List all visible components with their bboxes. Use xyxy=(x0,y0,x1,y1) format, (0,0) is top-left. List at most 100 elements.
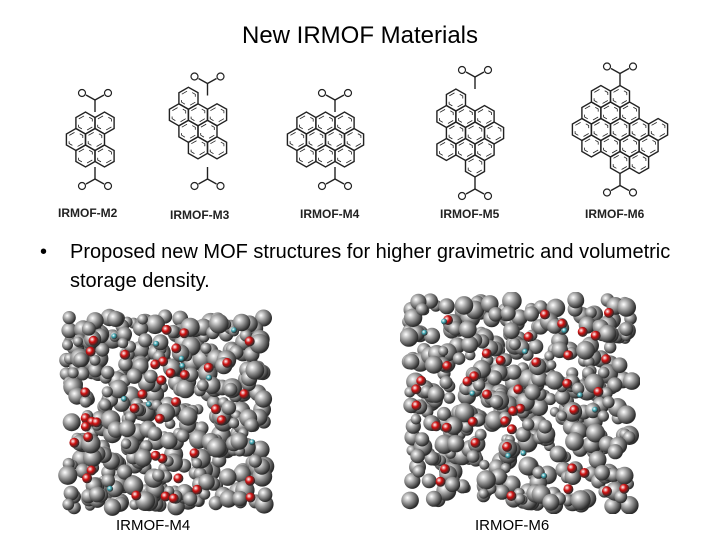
carbon-atom-sphere xyxy=(176,379,195,399)
oxygen-atom-sphere xyxy=(203,362,214,373)
oxygen-atom-sphere xyxy=(593,386,604,397)
carbon-atom-sphere xyxy=(219,489,238,508)
oxygen-atom-sphere xyxy=(567,463,578,474)
oxygen-atom-sphere xyxy=(86,465,97,476)
carbon-atom-sphere xyxy=(567,292,585,309)
carbon-atom-sphere xyxy=(120,438,132,449)
oxygen-atom xyxy=(77,181,87,191)
oxygen-atom-sphere xyxy=(562,378,573,389)
oxygen-atom xyxy=(103,181,113,191)
carbon-atom-sphere xyxy=(89,354,101,366)
oxygen-atom-sphere xyxy=(244,336,255,347)
carbon-atom-sphere xyxy=(178,406,198,426)
zinc-atom-sphere xyxy=(231,327,238,334)
aromatic-bond xyxy=(337,147,352,165)
zinc-atom-sphere xyxy=(541,473,548,479)
carbon-atom-sphere xyxy=(410,448,425,464)
carbon-atom-sphere xyxy=(538,419,552,434)
oxygen-atom-sphere xyxy=(411,384,422,395)
oxygen-atom-sphere xyxy=(173,473,184,484)
rendering-label-m4: IRMOF-M4 xyxy=(116,517,191,534)
oxygen-atom xyxy=(457,65,467,75)
benzene-ring xyxy=(334,144,355,168)
carbon-atom-sphere xyxy=(98,398,112,411)
oxygen-atom xyxy=(77,88,87,98)
carbon-atom-sphere xyxy=(415,432,430,447)
carbon-atom-sphere xyxy=(443,392,456,404)
carbon-atom-sphere xyxy=(597,410,609,422)
benzene-ring xyxy=(315,144,336,168)
carbon-atom-sphere xyxy=(530,398,548,417)
zinc-atom-sphere xyxy=(121,395,128,402)
oxygen-atom xyxy=(190,181,199,191)
carbon-atom-sphere xyxy=(196,379,209,392)
carbon-atom-sphere xyxy=(124,411,137,423)
carbon-atom-sphere xyxy=(570,490,591,511)
carbon-atom-sphere xyxy=(438,346,449,357)
oxygen-atom-sphere xyxy=(189,448,200,459)
zinc-atom-sphere xyxy=(592,406,599,413)
aromatic-bond xyxy=(68,131,84,148)
carbon-atom-sphere xyxy=(523,306,539,322)
carboxyl-bond xyxy=(207,77,217,85)
carbon-atom-sphere xyxy=(598,324,617,343)
zinc-atom-sphere xyxy=(469,390,476,397)
oxygen-atom-sphere xyxy=(150,359,161,370)
oxygen-atom xyxy=(216,72,225,81)
carbon-atom-sphere xyxy=(546,360,557,370)
carbon-atom-sphere xyxy=(63,485,79,501)
oxygen-atom-sphere xyxy=(411,400,422,411)
carbon-atom-sphere xyxy=(160,432,178,450)
carbon-atom-sphere xyxy=(401,491,419,510)
carbon-atom-sphere xyxy=(522,418,535,431)
aromatic-bond xyxy=(337,114,352,132)
oxygen-atom xyxy=(483,191,493,201)
carbon-atom-sphere xyxy=(604,341,617,354)
oxygen-atom xyxy=(602,188,612,197)
carbon-atom-sphere xyxy=(452,352,466,365)
zinc-atom-sphere xyxy=(421,329,428,336)
oxygen-atom xyxy=(343,88,353,98)
oxygen-atom-sphere xyxy=(179,328,190,339)
oxygen-atom-sphere xyxy=(129,403,140,414)
oxygen-atom-sphere xyxy=(482,389,492,400)
aromatic-bond xyxy=(612,154,628,171)
oxygen-atom-sphere xyxy=(83,432,94,443)
aromatic-bond xyxy=(650,121,666,138)
aromatic-bond xyxy=(209,106,225,124)
carbon-atom-sphere xyxy=(438,298,455,315)
oxygen-atom-sphere xyxy=(577,326,588,337)
oxygen-atom-sphere xyxy=(239,389,250,400)
aromatic-bond xyxy=(458,108,473,125)
oxygen-atom-sphere xyxy=(154,413,165,424)
molecule-irmof-m3-structure xyxy=(168,72,228,191)
carbon-atom-sphere xyxy=(203,376,221,394)
zinc-atom-sphere xyxy=(561,327,568,334)
oxygen-atom-sphere xyxy=(579,468,590,478)
oxygen-atom-sphere xyxy=(431,421,442,432)
carbon-atom-sphere xyxy=(152,469,165,482)
aromatic-bond xyxy=(346,131,362,148)
oxygen-atom-sphere xyxy=(216,415,227,426)
carbon-atom-sphere xyxy=(479,459,490,470)
aromatic-bond xyxy=(318,147,333,165)
zinc-atom-sphere xyxy=(520,450,527,457)
oxygen-atom xyxy=(628,62,638,71)
molecule-label-m3: IRMOF-M3 xyxy=(170,208,230,222)
carbon-atom-sphere xyxy=(403,353,420,370)
carbon-atom-sphere xyxy=(118,356,133,372)
carboxyl-bond xyxy=(334,178,345,185)
zinc-atom-sphere xyxy=(107,485,114,492)
oxygen-atom-sphere xyxy=(150,450,161,461)
carbon-atom-sphere xyxy=(200,342,212,354)
oxygen-atom-sphere xyxy=(168,493,179,504)
aromatic-bond xyxy=(622,104,637,122)
carbon-atom-sphere xyxy=(425,490,442,507)
oxygen-atom-sphere xyxy=(171,343,182,354)
oxygen-atom-sphere xyxy=(158,356,169,367)
bullet-marker: • xyxy=(40,241,48,263)
oxygen-atom-sphere xyxy=(513,384,524,395)
oxygen-atom-sphere xyxy=(470,437,481,448)
carbon-atom-sphere xyxy=(503,322,520,339)
aromatic-bond xyxy=(574,121,590,138)
